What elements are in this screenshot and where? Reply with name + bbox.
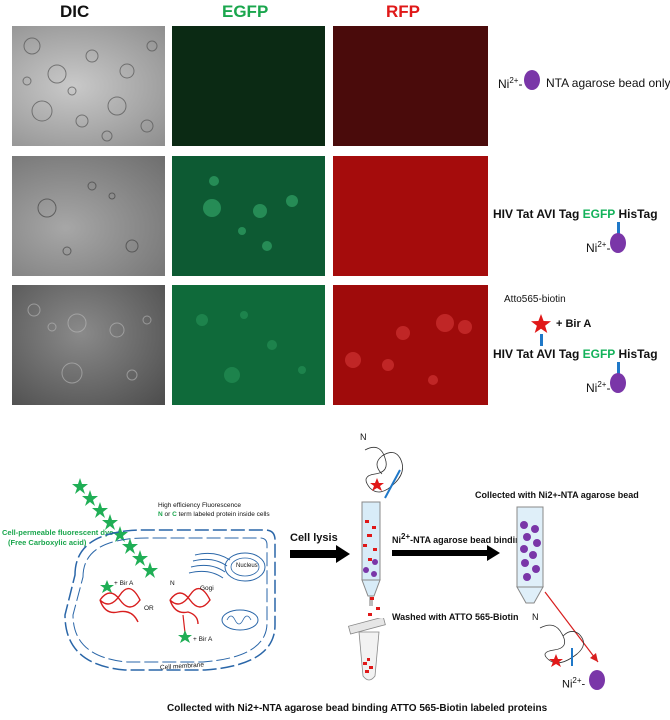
column-header-egfp: EGFP <box>222 2 269 21</box>
linker-row2 <box>617 222 620 236</box>
workflow-caption: Collected with Ni2+-NTA agarose bead bin… <box>167 703 548 714</box>
lysis-arrow-icon <box>290 545 350 563</box>
row3-ni-label: Ni2+- <box>586 380 611 395</box>
egfp-image-row1 <box>172 26 325 146</box>
red-arrow-icon <box>544 591 599 663</box>
eppendorf-tube <box>348 618 386 681</box>
ni-bead-row3 <box>610 373 626 393</box>
egfp-image-row2 <box>172 156 325 276</box>
row1-bead-only-label: NTA agarose bead only <box>546 76 670 90</box>
rfp-image-row1 <box>333 26 488 146</box>
binding-arrow-icon <box>392 545 500 561</box>
n-label-cell: N <box>170 580 175 587</box>
n-label-top: N <box>360 432 367 442</box>
or-label: OR <box>144 605 154 612</box>
dye-label-line2: (Free Carboxylic acid) <box>8 538 87 547</box>
washed-label: Washed with ATTO 565-Biotin <box>392 612 519 622</box>
rfp-image-row3 <box>333 285 488 405</box>
atto-star-icon <box>531 314 551 333</box>
fluorescent-dye-stars <box>72 478 158 578</box>
row2-construct: HIV Tat AVI Tag EGFP HisTag <box>493 207 658 221</box>
red-fragments <box>368 597 380 616</box>
bead-circles <box>27 303 152 384</box>
protein-coil-top <box>364 446 403 499</box>
bead-circles <box>22 37 158 142</box>
n-label-bottom: N <box>532 612 539 622</box>
ni-bottom-label: Ni2+- <box>562 676 586 691</box>
final-protein <box>539 624 584 667</box>
dic-image-row1 <box>12 26 165 146</box>
column-header-dic: DIC <box>60 2 90 21</box>
nucleus-label: Nucleus <box>236 563 258 569</box>
ni-bead-bottom <box>589 670 605 690</box>
linker-row3 <box>617 362 620 376</box>
ni-bead-row2 <box>610 233 626 253</box>
row1-ni-label: Ni2+- <box>498 76 523 91</box>
dic-image-row2 <box>12 156 165 276</box>
rfp-image-row2 <box>333 156 488 276</box>
fluorescent-beads <box>196 311 306 383</box>
collected-bead-label: Collected with Ni2+-NTA agarose bead <box>475 490 639 500</box>
column-header-rfp: RFP <box>386 2 420 21</box>
row3-construct: HIV Tat AVI Tag EGFP HisTag <box>493 347 658 361</box>
dye-label-line1: Cell-permeable fluorescent dye <box>2 528 114 537</box>
biotin-linker-row3 <box>540 334 543 346</box>
dye-label: Atto565-biotin <box>504 294 566 305</box>
row2-ni-label: Ni2+- <box>586 240 611 255</box>
cell-title-line1: High efficiency Fluorescence <box>158 502 241 509</box>
golgi-label: Gogi <box>200 585 214 592</box>
cell-lysis-label: Cell lysis <box>290 532 338 544</box>
bead-circles <box>37 181 139 256</box>
cell-diagram <box>64 529 276 671</box>
bir-a-label-1: + Bir A <box>114 580 134 587</box>
ni-bead-row1 <box>524 70 540 90</box>
fluorescent-beads <box>345 314 472 385</box>
cell-title-line2: N or C term labeled protein inside cells <box>158 511 270 518</box>
bead-binding-label: Ni2+-NTA agarose bead binding <box>392 532 527 545</box>
column-tube <box>361 501 381 606</box>
dic-image-row3 <box>12 285 165 405</box>
fluorescent-beads <box>203 176 298 251</box>
collected-column <box>516 506 544 604</box>
bir-a-label-2: + Bir A <box>193 636 213 643</box>
bir-a-label: + Bir A <box>556 318 592 330</box>
egfp-image-row3 <box>172 285 325 405</box>
